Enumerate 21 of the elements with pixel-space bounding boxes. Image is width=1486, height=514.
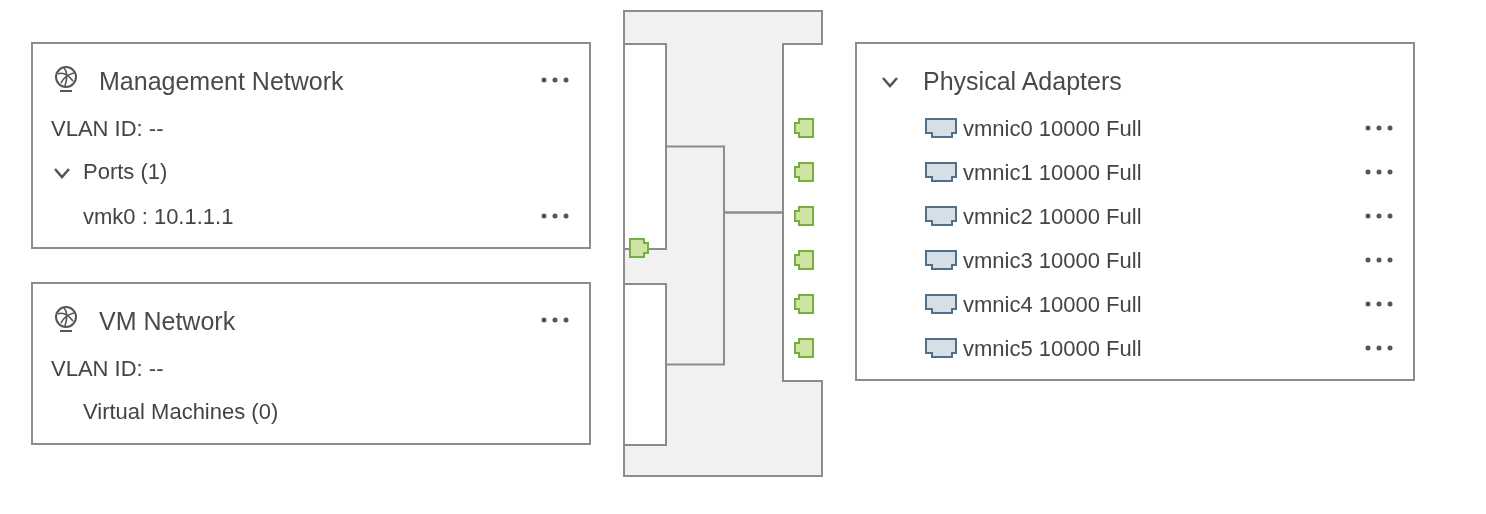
adapter-text: vmnic0 10000 Full xyxy=(963,116,1142,142)
port-text: vmk0 : 10.1.1.1 xyxy=(83,204,234,230)
network-card xyxy=(31,42,591,249)
adapters-card xyxy=(855,42,1415,381)
section-toggle-text: Ports (1) xyxy=(83,159,168,185)
port-group-bar xyxy=(625,283,667,446)
info-text: VLAN ID: -- xyxy=(51,356,164,382)
card-title: Management Network xyxy=(99,68,344,94)
adapter-text: vmnic1 10000 Full xyxy=(963,160,1142,186)
info-text: Virtual Machines (0) xyxy=(83,399,279,425)
adapter-text: vmnic3 10000 Full xyxy=(963,248,1142,274)
info-text: VLAN ID: -- xyxy=(51,116,164,142)
adapter-text: vmnic5 10000 Full xyxy=(963,336,1142,362)
uplink-bar xyxy=(782,43,823,382)
adapter-text: vmnic4 10000 Full xyxy=(963,292,1142,318)
connector-line xyxy=(666,211,783,366)
adapter-text: vmnic2 10000 Full xyxy=(963,204,1142,230)
card-title: VM Network xyxy=(99,308,236,334)
network-card xyxy=(31,282,591,445)
switch-panel xyxy=(623,10,823,477)
section-title: Physical Adapters xyxy=(923,68,1122,94)
